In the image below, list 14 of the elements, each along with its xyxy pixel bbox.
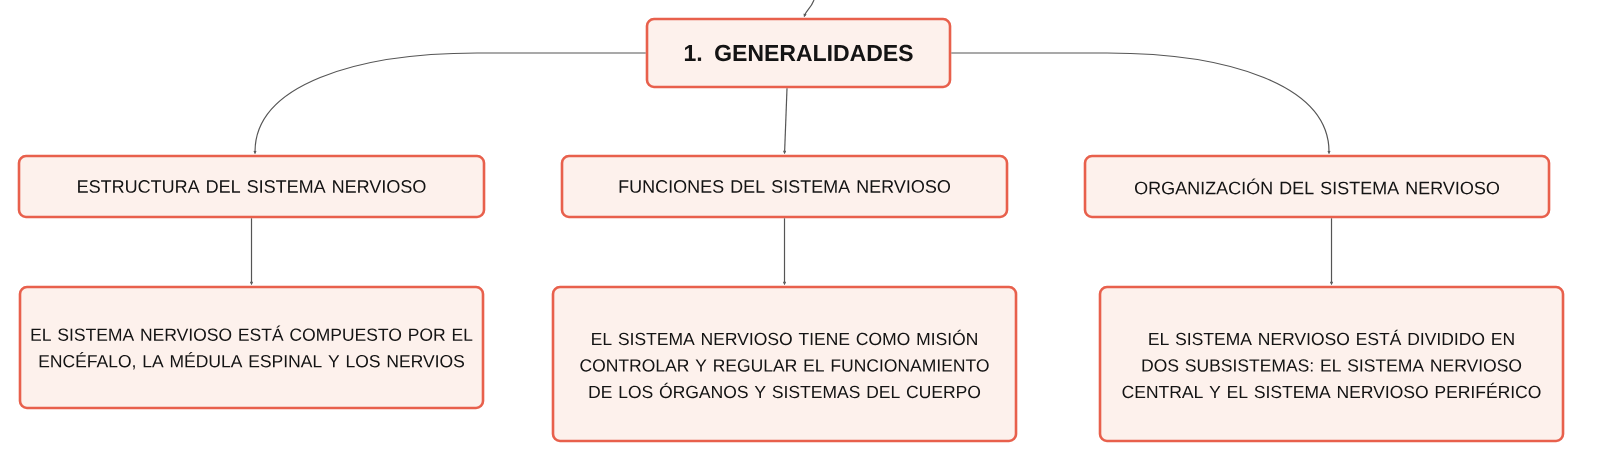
arrow	[783, 217, 786, 285]
description-box: EL SISTEMA NERVIOSO TIENE COMO MISIÓN CONTROLAR Y REGULAR EL FUNCIONAMIENTO DE LOS ÓRGANOS Y SISTEMAS DEL CUERPO	[551, 285, 1018, 443]
arrow	[783, 87, 788, 154]
arrow	[250, 217, 253, 285]
arrow	[1330, 217, 1333, 285]
arrow	[253, 52, 647, 154]
topic-box: ESTRUCTURA DEL SISTEMA NERVIOSO	[17, 154, 486, 219]
topic-box: ORGANIZACIÓN DEL SISTEMA NERVIOSO	[1083, 154, 1551, 219]
arrow	[803, 0, 815, 18]
description-box: EL SISTEMA NERVIOSO ESTÁ DIVIDIDO EN DOS SUBSISTEMAS: EL SISTEMA NERVIOSO CENTRAL Y EL SISTEMA NERVIOSO PERIFÉRICO	[1098, 285, 1565, 443]
title-box: 1. GENERALIDADES	[645, 17, 952, 89]
arrow	[950, 52, 1331, 154]
topic-box: FUNCIONES DEL SISTEMA NERVIOSO	[560, 154, 1009, 219]
description-box: EL SISTEMA NERVIOSO ESTÁ COMPUESTO POR EL ENCÉFALO, LA MÉDULA ESPINAL Y LOS NERVIOS	[18, 285, 485, 410]
